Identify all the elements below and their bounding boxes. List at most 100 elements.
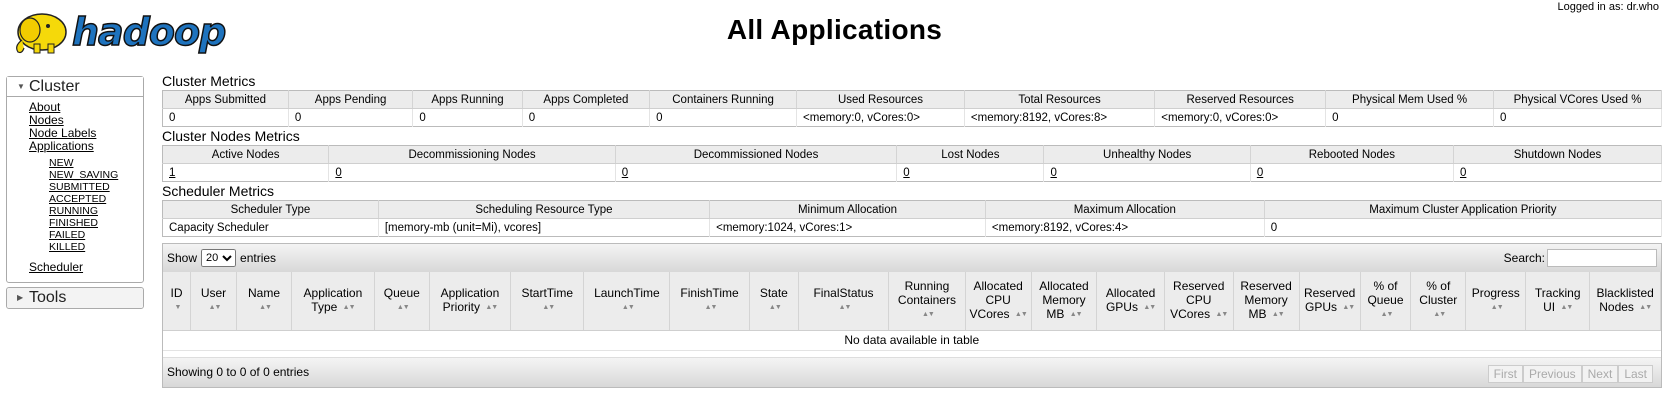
sort-icon: ▲▼ — [1069, 311, 1083, 319]
column-header-running-containers[interactable]: Running Containers ▲▼ — [888, 272, 966, 331]
column-header-allocated-gpus[interactable]: Allocated GPUs ▲▼ — [1096, 272, 1165, 331]
column-header-application-type[interactable]: Application Type ▲▼ — [291, 272, 375, 331]
sort-icon: ▲▼ — [208, 304, 222, 312]
app-state-list: NEW NEW_SAVING SUBMITTED ACCEPTED RUNNIN… — [29, 157, 143, 253]
column-header-id[interactable]: ID▼ — [163, 272, 192, 331]
metric-value: <memory:8192, vCores:4> — [985, 218, 1265, 237]
column-header-allocated-memory-mb[interactable]: Allocated Memory MB ▲▼ — [1031, 272, 1098, 331]
lost-nodes-link[interactable]: 0 — [903, 166, 910, 179]
table-info: Showing 0 to 0 of 0 entries — [167, 365, 310, 379]
column-header-finish-time[interactable]: FinishTime▲▼ — [669, 272, 750, 331]
shutdown-nodes-link[interactable]: 0 — [1459, 166, 1467, 179]
metric-value: 0 — [1264, 218, 1663, 237]
decommissioning-nodes-link[interactable]: 0 — [335, 166, 342, 179]
next-page-button[interactable]: Next — [1581, 364, 1619, 383]
nav-link-node-labels[interactable]: Node Labels — [29, 126, 97, 140]
pagination: First Previous Next Last — [1487, 364, 1653, 383]
metric-header: Physical VCores Used % — [1493, 90, 1662, 109]
metric-value: 0 — [1493, 108, 1662, 127]
nav-link-state-killed[interactable]: KILLED — [49, 241, 86, 253]
nav-link-state-finished[interactable]: FINISHED — [49, 217, 99, 229]
table-row: 0 0 0 0 0 <memory:0, vCores:0> <memory:8… — [162, 108, 1662, 127]
sort-icon: ▲▼ — [1433, 311, 1446, 319]
metric-header: Used Resources — [796, 90, 965, 109]
column-header-start-time[interactable]: StartTime▲▼ — [510, 272, 585, 331]
cluster-section-header[interactable]: ▼Cluster — [7, 77, 143, 97]
search-label: Search: — [1503, 251, 1545, 265]
metric-header: Decommissioned Nodes — [615, 145, 898, 164]
nav-link-state-failed[interactable]: FAILED — [49, 229, 86, 241]
column-header-percent-of-queue[interactable]: % of Queue ▲▼ — [1360, 272, 1412, 331]
sort-icon: ▲▼ — [396, 304, 410, 312]
nav-link-nodes[interactable]: Nodes — [29, 113, 64, 127]
metric-value: 0 — [522, 108, 651, 127]
column-header-user[interactable]: User▲▼ — [190, 272, 237, 331]
nav-link-state-running[interactable]: RUNNING — [49, 205, 98, 217]
nav-link-state-new-saving[interactable]: NEW_SAVING — [49, 169, 119, 181]
metric-header: Total Resources — [964, 90, 1156, 109]
column-header-state[interactable]: State▲▼ — [749, 272, 799, 331]
metric-value: 0 — [1325, 108, 1495, 127]
column-header-final-status[interactable]: FinalStatus▲▼ — [798, 272, 890, 331]
column-header-progress[interactable]: Progress▲▼ — [1465, 272, 1527, 331]
sort-icon: ▲▼ — [1143, 304, 1156, 312]
hadoop-logo[interactable]: hadoop — [8, 2, 248, 58]
column-header-reserved-gpus[interactable]: Reserved GPUs ▲▼ — [1299, 272, 1361, 331]
column-header-blacklisted-nodes[interactable]: Blacklisted Nodes ▲▼ — [1589, 272, 1661, 331]
column-header-percent-of-cluster[interactable]: % of Cluster ▲▼ — [1410, 272, 1467, 331]
scheduler-metrics-table: Scheduler Type Scheduling Resource Type … — [162, 200, 1663, 237]
sort-icon: ▲▼ — [485, 304, 498, 312]
previous-page-button[interactable]: Previous — [1522, 364, 1582, 383]
search-input[interactable] — [1547, 249, 1657, 267]
table-footer-bar: Showing 0 to 0 of 0 entries First Previo… — [163, 356, 1661, 387]
sort-icon: ▲▼ — [1560, 304, 1573, 312]
metric-header: Reserved Resources — [1154, 90, 1327, 109]
table-length-bar: Show 20 entries Search: — [163, 244, 1661, 272]
metric-header: Scheduling Resource Type — [378, 200, 711, 219]
sort-icon: ▲▼ — [621, 304, 635, 312]
sort-icon: ▲▼ — [704, 304, 718, 312]
cluster-nav-list: About Nodes Node Labels Applications NEW… — [7, 97, 143, 282]
page-title: All Applications — [726, 14, 943, 45]
column-header-queue[interactable]: Queue▲▼ — [374, 272, 430, 331]
sort-icon: ▲▼ — [1215, 311, 1228, 319]
applications-table-wrapper: Show 20 entries Search: ID▼ User▲▼ Name▲ — [162, 243, 1662, 388]
show-label: Show — [167, 251, 198, 265]
nav-link-state-accepted[interactable]: ACCEPTED — [49, 193, 107, 205]
column-header-name[interactable]: Name▲▼ — [236, 272, 293, 331]
nav-link-state-new[interactable]: NEW — [49, 157, 74, 169]
metric-header: Apps Running — [412, 90, 523, 109]
tools-section-header[interactable]: ▶Tools — [7, 288, 143, 308]
metric-header: Containers Running — [649, 90, 798, 109]
rebooted-nodes-link[interactable]: 0 — [1256, 166, 1264, 179]
cluster-metrics-table: Apps Submitted Apps Pending Apps Running… — [162, 90, 1662, 127]
sort-icon: ▲▼ — [1271, 311, 1285, 319]
metric-header: Apps Pending — [288, 90, 414, 109]
first-page-button[interactable]: First — [1487, 364, 1523, 383]
nav-link-scheduler[interactable]: Scheduler — [29, 260, 84, 274]
scheduler-metrics-title: Scheduler Metrics — [162, 183, 275, 199]
table-row: Capacity Scheduler [memory-mb (unit=Mi),… — [162, 218, 1663, 237]
column-header-application-priority[interactable]: Application Priority ▲▼ — [429, 272, 512, 331]
column-header-launch-time[interactable]: LaunchTime▲▼ — [583, 272, 671, 331]
cluster-section-label: Cluster — [29, 78, 80, 96]
metric-value: 0 — [649, 108, 798, 127]
sort-icon: ▲▼ — [922, 311, 935, 319]
entries-label: entries — [240, 251, 277, 265]
page-size-select[interactable]: 20 — [201, 249, 237, 267]
nodes-metrics-table: Active Nodes Decommissioning Nodes Decom… — [162, 145, 1663, 182]
nav-link-about[interactable]: About — [29, 100, 61, 114]
unhealthy-nodes-link[interactable]: 0 — [1050, 166, 1057, 179]
column-header-reserved-memory-mb[interactable]: Reserved Memory MB ▲▼ — [1233, 272, 1300, 331]
sort-icon: ▲▼ — [1639, 304, 1652, 312]
column-header-tracking-ui[interactable]: Tracking UI ▲▼ — [1525, 272, 1591, 331]
column-header-reserved-cpu-vcores[interactable]: Reserved CPU VCores ▲▼ — [1164, 272, 1234, 331]
sort-icon: ▲▼ — [768, 304, 782, 312]
metric-value: Capacity Scheduler — [162, 218, 379, 237]
nav-link-state-submitted[interactable]: SUBMITTED — [49, 181, 110, 193]
column-header-allocated-cpu-vcores[interactable]: Allocated CPU VCores ▲▼ — [965, 272, 1032, 331]
last-page-button[interactable]: Last — [1618, 364, 1653, 383]
active-nodes-link[interactable]: 1 — [169, 166, 176, 179]
decommissioned-nodes-link[interactable]: 0 — [621, 166, 629, 179]
nav-link-applications[interactable]: Applications — [29, 139, 94, 153]
